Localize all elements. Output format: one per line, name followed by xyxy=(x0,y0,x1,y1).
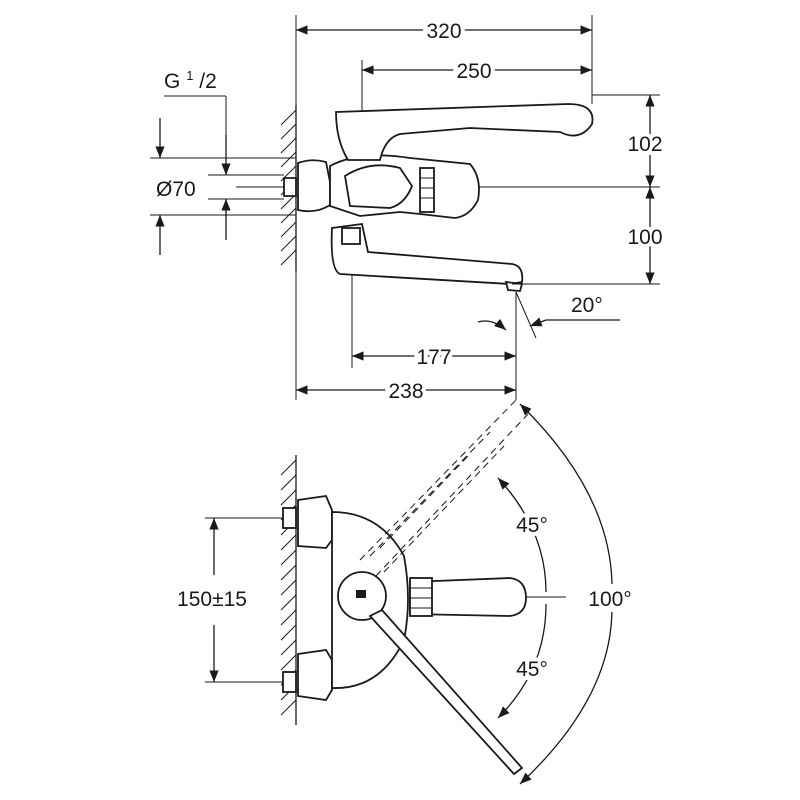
dim-handle-depth: 250 xyxy=(456,60,491,83)
cartridge-cap xyxy=(344,164,414,209)
dim-spout-reach: 177 xyxy=(416,346,451,369)
dim-total-depth: 320 xyxy=(426,20,461,43)
dim-centers: 150±15 xyxy=(177,588,247,611)
spout-joint xyxy=(341,227,361,245)
lever-hub-mark xyxy=(356,590,366,598)
dim-thread: G 1 /2 xyxy=(164,62,217,93)
knob-plan-grip xyxy=(409,577,433,617)
wall-connector xyxy=(283,177,297,197)
dim-height-upper: 102 xyxy=(627,133,662,156)
dim-swing-lower: 45° xyxy=(516,658,548,681)
dim-height-lower: 100 xyxy=(627,226,662,249)
lower-nut xyxy=(297,649,333,701)
lower-connector xyxy=(282,671,297,693)
dim-thread-den: /2 xyxy=(199,70,217,93)
dim-outlet-reach: 238 xyxy=(388,380,423,403)
top-view xyxy=(205,399,613,785)
dim-thread-prefix: G xyxy=(164,70,180,93)
lever-plan xyxy=(368,608,524,776)
nut xyxy=(297,159,331,213)
temperature-knob-grip xyxy=(419,167,435,213)
dim-swing-upper: 45° xyxy=(516,514,548,537)
dim-swing-total: 100° xyxy=(588,588,631,611)
upper-connector xyxy=(282,507,297,529)
spout xyxy=(330,222,524,285)
dim-thread-num: 1 xyxy=(186,68,193,83)
dim-diameter: Ø70 xyxy=(156,178,196,201)
spout-swing-positions xyxy=(359,399,529,577)
lever-handle xyxy=(335,103,594,161)
side-view xyxy=(150,15,660,400)
knob-plan xyxy=(409,577,527,617)
dim-spout-angle: 20° xyxy=(571,294,603,317)
aerator xyxy=(504,280,524,292)
upper-nut xyxy=(297,495,333,549)
